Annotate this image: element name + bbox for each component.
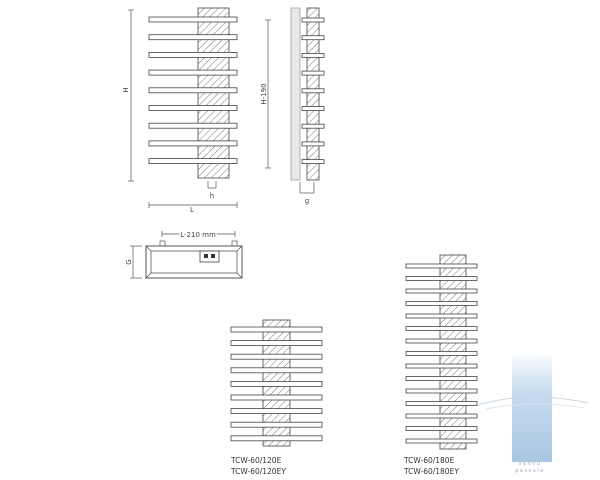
top-view-inner: [150, 250, 238, 274]
brand-logo: vennu passule: [477, 352, 589, 474]
model-180-view: TCW-60/180E TCW-60/180EY: [403, 254, 478, 476]
model-120-rung: [230, 408, 323, 415]
logo-blue-bar: [512, 352, 552, 462]
model-180-rung: [405, 338, 478, 344]
valve-block: [199, 250, 220, 263]
model-180-rung: [405, 288, 478, 294]
side-view-rung: [301, 159, 325, 165]
dimension-depth-g-label: G: [125, 259, 133, 264]
front-view-rung: [148, 105, 238, 111]
model-180-bars: [405, 263, 478, 444]
model-180-label-1: TCW-60/180E: [403, 456, 455, 465]
model-180-rung: [405, 426, 478, 431]
dimension-depth-h: [207, 181, 217, 189]
model-180-rung: [405, 301, 478, 306]
model-120-label-2: TCW-60/120EY: [230, 467, 286, 476]
dimension-depth-h-label: h: [210, 192, 214, 200]
logo-text-1: vennu: [518, 461, 541, 467]
front-view-rung: [148, 158, 238, 165]
side-view-rung: [301, 17, 325, 23]
dimension-wall-gap-label: g: [305, 197, 309, 205]
model-120-rung: [230, 394, 323, 401]
side-view-column: [306, 7, 320, 181]
front-view: H L h: [122, 7, 238, 214]
side-view-bars: [301, 17, 325, 165]
side-view-rung: [301, 70, 325, 76]
model-120-rung: [230, 326, 323, 333]
dimension-height-label: H: [122, 87, 130, 92]
dimension-width-label: L: [190, 206, 194, 214]
front-view-rung: [148, 140, 238, 147]
side-view-rung: [301, 141, 325, 147]
front-view-rung: [148, 34, 238, 41]
side-view: H-190 g: [260, 7, 325, 205]
dimension-depth-g: [130, 245, 142, 279]
model-120-bars: [230, 326, 323, 442]
model-180-rung: [405, 326, 478, 331]
model-180-rung: [405, 376, 478, 381]
front-view-rung: [148, 87, 238, 94]
model-180-rung: [405, 413, 478, 419]
model-120-rung: [230, 435, 323, 442]
model-120-rung: [230, 367, 323, 374]
wall-pipe: [290, 7, 301, 181]
model-120-rung: [230, 340, 323, 347]
logo-swoosh-icon: [477, 396, 589, 406]
front-view-rung: [148, 122, 238, 129]
model-120-view: TCW-60/120E TCW-60/120EY: [230, 319, 323, 476]
side-view-rung: [301, 53, 325, 58]
dimension-h190: [265, 19, 271, 169]
model-180-label-2: TCW-60/180EY: [403, 467, 459, 476]
dimension-pitch-label: L-210 mm: [180, 231, 216, 239]
dimension-h190-label: H-190: [260, 83, 268, 104]
side-view-rung: [301, 123, 325, 129]
model-120-rung: [230, 421, 323, 428]
side-view-rung: [301, 88, 325, 94]
model-180-rung: [405, 401, 478, 406]
front-view-rung: [148, 16, 238, 23]
front-view-rung: [148, 69, 238, 76]
dimension-height: [128, 9, 134, 182]
model-120-rung: [230, 353, 323, 360]
logo-text-2: passule: [515, 468, 545, 474]
model-180-rung: [405, 276, 478, 281]
model-180-rung: [405, 351, 478, 356]
model-180-rung: [405, 388, 478, 394]
top-view: L-210 mm G: [125, 230, 243, 279]
model-120-rung: [230, 380, 323, 387]
model-180-rung: [405, 438, 478, 444]
dimension-width: [148, 202, 238, 208]
front-view-bars: [148, 16, 238, 165]
model-120-label-1: TCW-60/120E: [230, 456, 282, 465]
model-180-rung: [405, 263, 478, 269]
model-180-rung: [405, 313, 478, 319]
side-view-rung: [301, 106, 325, 111]
model-180-rung: [405, 363, 478, 369]
dimension-wall-gap: [299, 182, 315, 194]
front-view-rung: [148, 52, 238, 58]
side-view-rung: [301, 35, 325, 41]
